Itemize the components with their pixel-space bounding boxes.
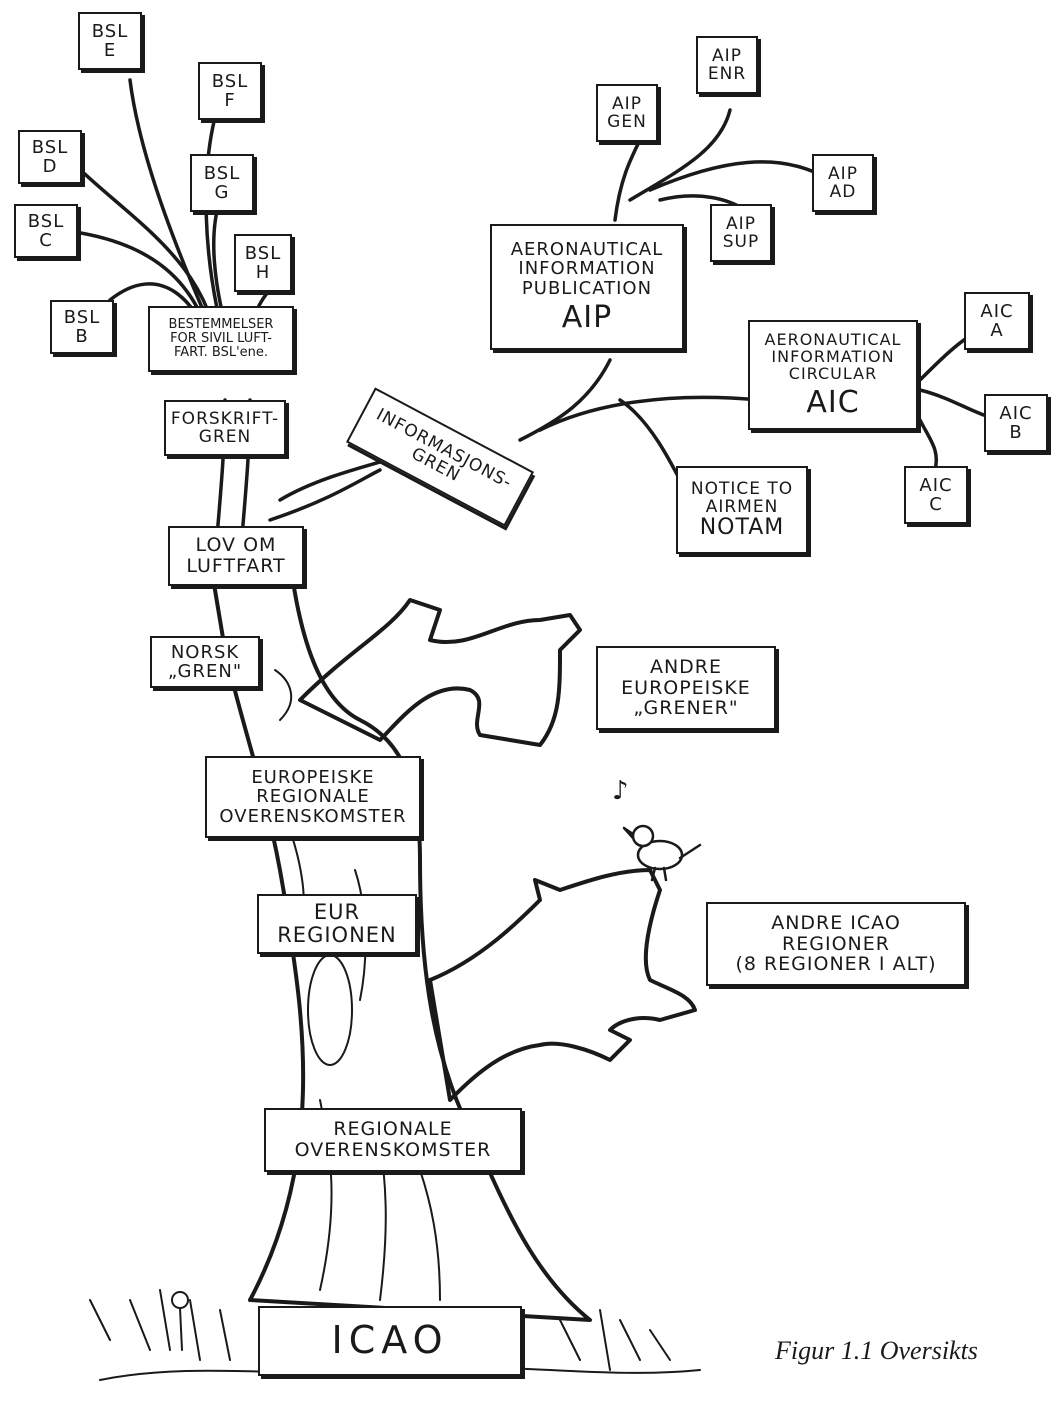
- label-line: AIRMEN: [705, 497, 779, 518]
- label-line: FOR SIVIL LUFT-: [170, 330, 272, 346]
- box-icao-label: ICAO: [331, 1318, 449, 1363]
- box-regionale-overenskomster: REGIONALE OVERENSKOMSTER: [264, 1108, 522, 1172]
- label-line: LUFTFART: [186, 555, 286, 577]
- label-line: AERONAUTICAL: [510, 238, 664, 260]
- box-bsl-bestemmelser: BESTEMMELSER FOR SIVIL LUFT- FART. BSL'e…: [148, 306, 294, 372]
- box-norsk-gren: NORSK „GREN": [150, 636, 260, 688]
- label-line: ANDRE: [649, 656, 723, 679]
- box-aip-gen: AIP GEN: [596, 84, 658, 142]
- label-line: GEN: [607, 112, 647, 132]
- label-line: REGIONALE: [256, 786, 370, 808]
- limb-europeiske: [298, 598, 582, 747]
- label-line: NOTICE TO: [690, 478, 794, 499]
- label-line: REGIONEN: [277, 923, 397, 947]
- box-aic-b: AIC B: [984, 394, 1048, 452]
- box-europeiske-regionale: EUROPEISKE REGIONALE OVERENSKOMSTER: [205, 756, 421, 838]
- limb-andre-icao: [428, 868, 697, 1102]
- label-line: AERONAUTICAL: [764, 329, 902, 349]
- box-forskrift-gren: FORSKRIFT- GREN: [164, 400, 286, 456]
- label-line: INFORMATION: [518, 258, 656, 280]
- label-line: AIC: [919, 474, 953, 496]
- box-lov-om-luftfart: LOV OM LUFTFART: [168, 526, 304, 586]
- label-line: AD: [829, 182, 857, 202]
- label-line: D: [42, 156, 58, 177]
- label-line: FORSKRIFT-: [170, 408, 280, 429]
- label-line: REGIONER: [782, 932, 890, 955]
- label-line: CIRCULAR: [788, 364, 878, 384]
- box-aic-a: AIC A: [964, 292, 1030, 350]
- label-line: EUR: [313, 900, 361, 925]
- label-line: OVERENSKOMSTER: [294, 1139, 492, 1161]
- label-line: A: [990, 320, 1004, 341]
- label-line: BSL: [211, 70, 249, 92]
- box-bsl-c: BSL C: [14, 204, 78, 258]
- label-line: EUROPEISKE: [251, 766, 375, 788]
- box-andre-europeiske-grener: ANDRE EUROPEISKE „GRENER": [596, 646, 776, 730]
- label-line: AIC: [806, 384, 860, 420]
- box-aic: AERONAUTICAL INFORMATION CIRCULAR AIC: [748, 320, 918, 430]
- box-aip-enr: AIP ENR: [696, 36, 758, 94]
- label-line: H: [255, 262, 271, 283]
- label-line: „GRENER": [633, 697, 739, 720]
- label-line: BSL: [91, 20, 129, 42]
- box-notam: NOTICE TO AIRMEN NOTAM: [676, 466, 808, 554]
- label-line: BSL: [31, 136, 69, 158]
- label-line: ANDRE ICAO: [771, 912, 901, 935]
- figure-caption: Figur 1.1 Oversikts: [775, 1336, 978, 1365]
- label-line: SUP: [722, 232, 760, 252]
- box-bsl-b: BSL B: [50, 300, 114, 354]
- bird-icon: [622, 824, 702, 882]
- box-bsl-e: BSL E: [78, 12, 142, 70]
- label-line: EUROPEISKE: [621, 676, 751, 699]
- label-line: NOTAM: [699, 515, 785, 541]
- label-line: AIP: [828, 163, 858, 184]
- label-line: BSL: [63, 306, 101, 328]
- label-line: AIP: [712, 45, 742, 66]
- label-line: C: [39, 230, 53, 251]
- label-line: GREN: [198, 427, 252, 447]
- label-line: G: [214, 182, 230, 203]
- label-line: BESTEMMELSER: [168, 316, 274, 332]
- label-line: BSL: [203, 162, 241, 184]
- label-line: FART. BSL'ene.: [173, 345, 269, 361]
- label-line: LOV OM: [195, 534, 277, 557]
- label-line: AIP: [612, 93, 642, 114]
- box-icao: ICAO: [258, 1306, 522, 1376]
- label-line: (8 REGIONER I ALT): [735, 953, 937, 976]
- label-line: AIP: [726, 213, 756, 234]
- label-line: B: [1009, 422, 1023, 443]
- label-line: PUBLICATION: [521, 277, 653, 299]
- label-line: INFORMATION: [771, 347, 895, 367]
- label-line: AIC: [980, 300, 1014, 322]
- label-line: REGIONALE: [333, 1118, 453, 1141]
- label-line: BSL: [27, 210, 65, 232]
- box-bsl-f: BSL F: [198, 62, 262, 120]
- box-aip-sup: AIP SUP: [710, 204, 772, 262]
- label-line: BSL: [244, 242, 282, 264]
- label-line: NORSK: [170, 641, 240, 663]
- label-line: AIP: [561, 299, 613, 335]
- box-bsl-g: BSL G: [190, 154, 254, 212]
- label-line: OVERENSKOMSTER: [219, 805, 407, 827]
- label-line: C: [929, 494, 943, 515]
- label-line: AIC: [999, 402, 1033, 424]
- box-bsl-d: BSL D: [18, 130, 82, 184]
- box-bsl-h: BSL H: [234, 234, 292, 292]
- label-line: B: [75, 326, 89, 347]
- box-andre-icao-regioner: ANDRE ICAO REGIONER (8 REGIONER I ALT): [706, 902, 966, 986]
- label-line: E: [103, 40, 117, 61]
- label-line: ENR: [707, 64, 747, 84]
- box-aic-c: AIC C: [904, 466, 968, 524]
- music-note-icon: ♪: [612, 776, 629, 806]
- label-line: F: [224, 90, 236, 111]
- box-aip: AERONAUTICAL INFORMATION PUBLICATION AIP: [490, 224, 684, 350]
- box-aip-ad: AIP AD: [812, 154, 874, 212]
- label-line: „GREN": [167, 661, 243, 682]
- box-eur-regionen: EUR REGIONEN: [257, 894, 417, 954]
